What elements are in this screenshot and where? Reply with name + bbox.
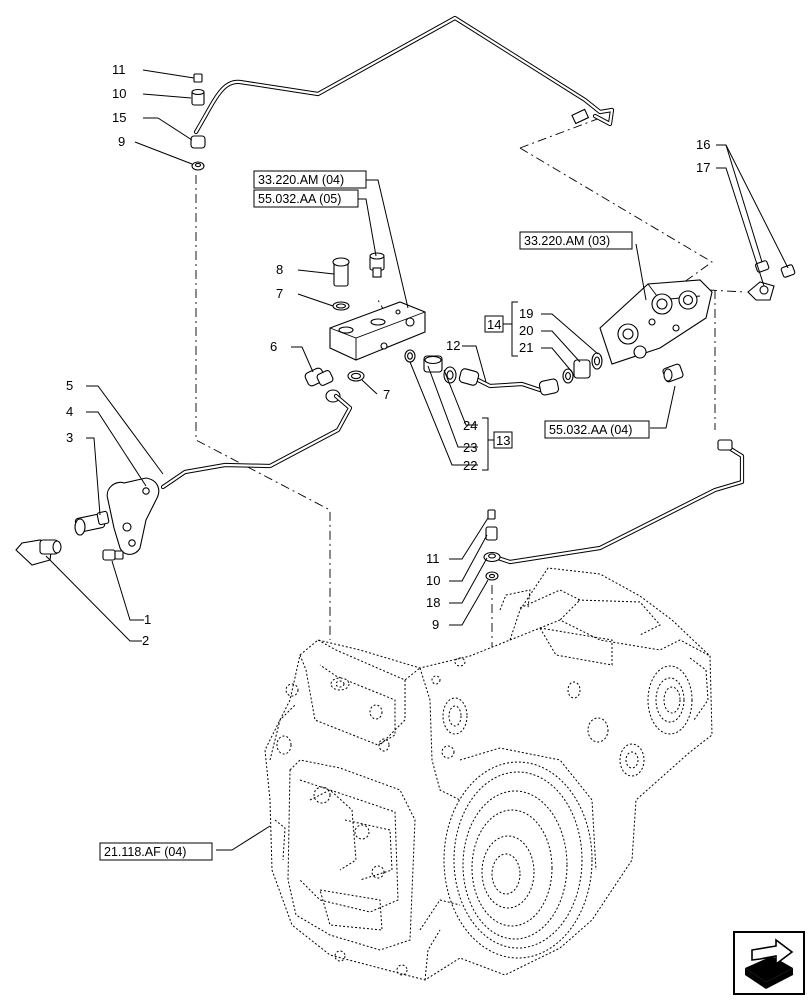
callout-23: 23 [463,440,477,455]
callout-10-bottom: 10 [426,573,440,588]
callout-1: 1 [144,612,151,627]
callout-9-top: 9 [118,134,125,149]
callout-24: 24 [463,418,477,433]
next-page-button[interactable] [733,931,805,995]
group-14-box: 14 [484,315,504,333]
elbow-fitting-6 [304,367,341,403]
callout-7-upper: 7 [276,286,283,301]
ref-55-032-aa-04-label: 55.032.AA (04) [549,423,632,437]
callout-19: 19 [519,306,533,321]
callout-4: 4 [66,404,73,419]
callout-11-bottom: 11 [426,551,440,566]
callout-21: 21 [519,340,533,355]
valve-block [329,252,426,382]
callout-12: 12 [446,338,460,353]
lower-left-tube-5 [160,393,353,490]
middle-fittings [404,349,457,384]
callout-9-bottom: 9 [432,617,439,632]
group-brackets [482,301,518,471]
callout-15: 15 [112,110,126,125]
sensor-bracket-assembly [15,477,160,566]
ref-33-220-am-03[interactable]: 33.220.AM (03) [519,231,633,250]
callout-3: 3 [66,430,73,445]
callout-10-top: 10 [112,86,126,101]
right-fittings-19-21 [562,352,603,384]
callout-20: 20 [519,323,533,338]
upper-banjo-fitting [190,73,206,171]
lower-right-tube [483,439,745,581]
callout-14: 14 [487,317,501,332]
ref-21-118-af-04-label: 21.118.AF (04) [104,845,186,859]
callout-5: 5 [66,378,73,393]
callout-11-top: 11 [112,62,126,77]
callout-17: 17 [696,160,710,175]
ref-33-220-am-03-label: 33.220.AM (03) [524,234,610,248]
ref-55-032-aa-05[interactable]: 55.032.AA (05) [253,189,359,208]
callout-13: 13 [496,433,510,448]
callout-labels: 11 10 15 9 8 7 6 7 5 4 3 1 2 12 19 20 21… [66,62,710,648]
ref-33-220-am-04[interactable]: 33.220.AM (04) [253,170,367,189]
upper-hydraulic-tube [193,15,615,135]
ref-55-032-aa-05-label: 55.032.AA (05) [258,192,341,206]
next-page-arrow-icon [745,938,794,989]
ref-55-032-aa-04[interactable]: 55.032.AA (04) [544,420,650,439]
callout-7-lower: 7 [383,387,390,402]
right-control-valve [599,279,713,383]
transmission-housing [264,567,713,981]
callout-22: 22 [463,458,477,473]
short-tube-12 [458,368,560,396]
callout-8: 8 [276,262,283,277]
callout-6: 6 [270,339,277,354]
group-13-box: 13 [493,431,513,449]
leader-lines [45,69,789,851]
ref-21-118-af-04[interactable]: 21.118.AF (04) [99,842,213,861]
far-right-fittings [747,260,796,301]
callout-2: 2 [142,633,149,648]
ref-33-220-am-04-label: 33.220.AM (04) [258,173,344,187]
callout-16: 16 [696,137,710,152]
callout-18: 18 [426,595,440,610]
